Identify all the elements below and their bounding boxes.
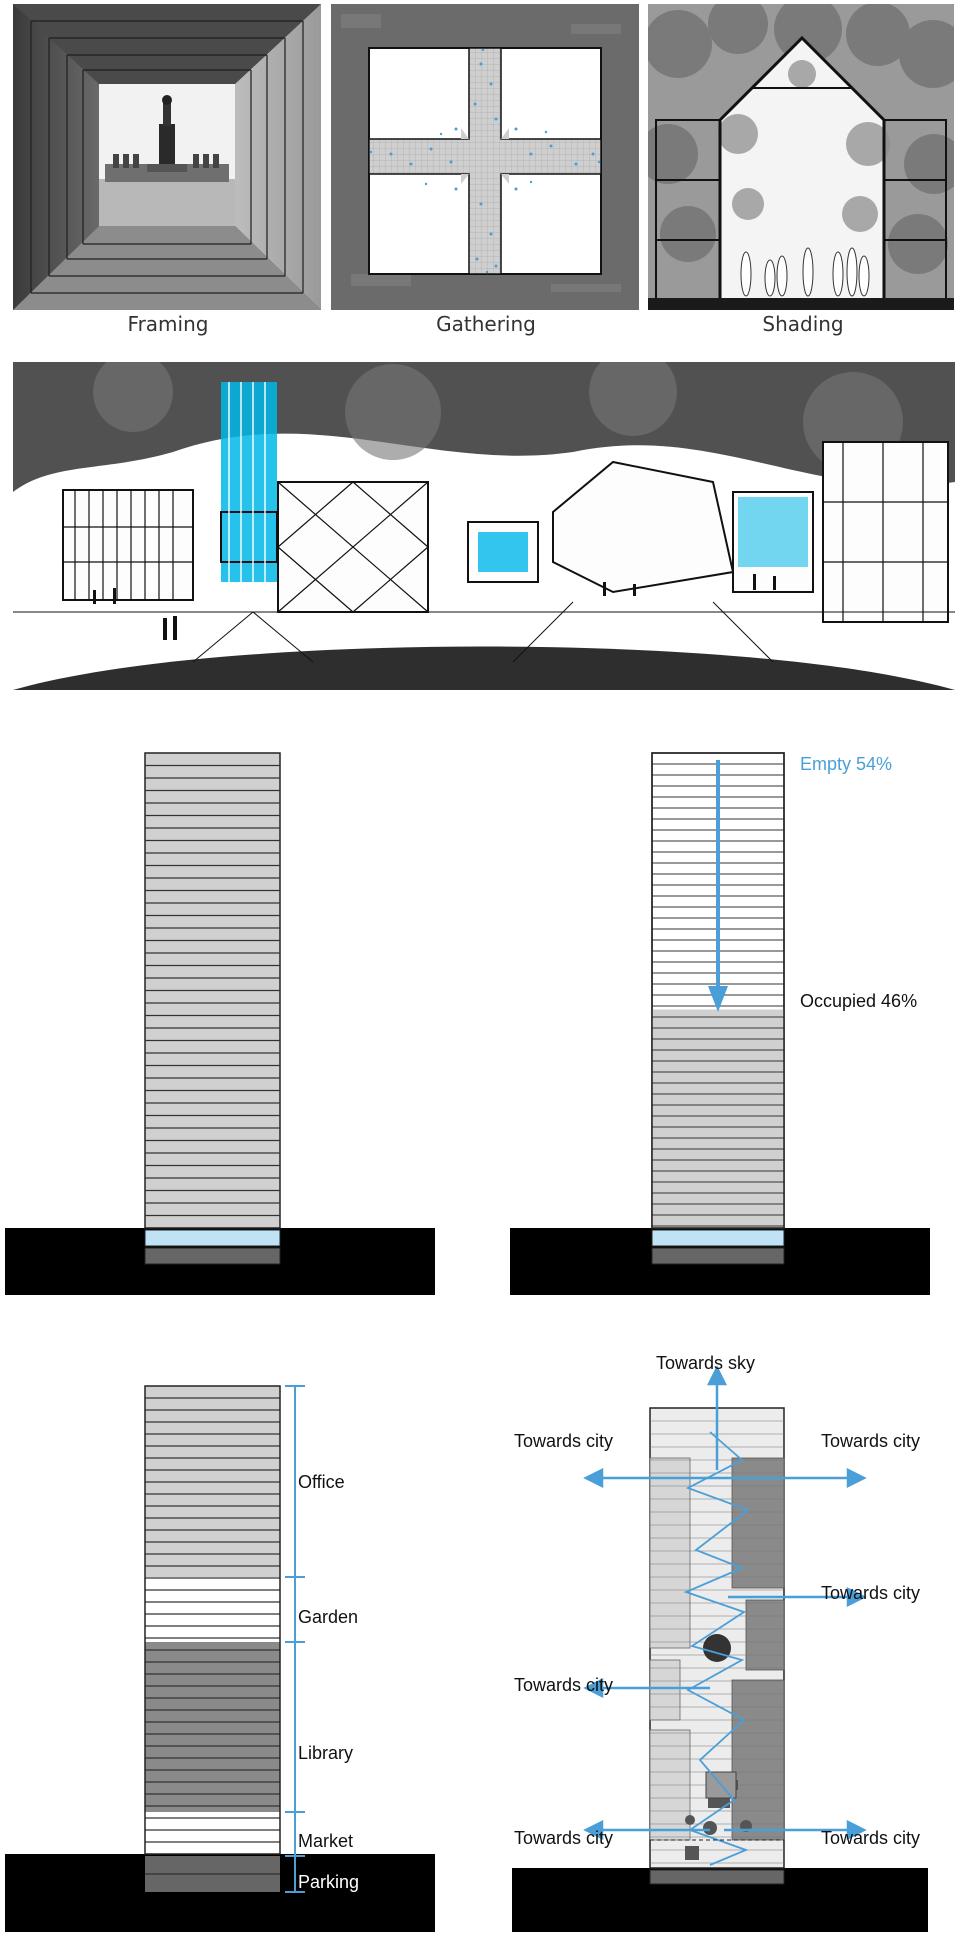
view-path <box>683 1431 750 1866</box>
framing-caption: Framing <box>127 312 209 336</box>
market-zone <box>145 1812 280 1854</box>
label-towards-city-1: Towards city <box>514 1431 614 1451</box>
tower-views <box>510 1360 955 1932</box>
occupied-label: Occupied 46% <box>800 991 918 1011</box>
label-towards-sky: Towards sky <box>656 1353 756 1373</box>
tower-occupancy <box>510 750 955 1295</box>
label-towards-city-4: Towards city <box>514 1675 614 1695</box>
shading-section <box>648 4 954 310</box>
zone-brackets <box>285 1385 305 1893</box>
tower-program <box>5 1380 435 1932</box>
street-sketch <box>13 362 955 690</box>
zone-label-office: Office <box>298 1472 345 1492</box>
tower-plain-section <box>5 752 435 1295</box>
shading-panel <box>648 4 954 310</box>
gathering-caption: Gathering <box>436 312 536 336</box>
label-towards-city-3: Towards city <box>821 1583 921 1603</box>
garden-zone <box>145 1577 280 1642</box>
framing-panel <box>13 4 321 310</box>
gathering-panel <box>331 4 639 310</box>
empty-arrow-head <box>708 986 728 1012</box>
tower-program-section <box>5 1385 435 1932</box>
shading-caption: Shading <box>762 312 844 336</box>
tower-plain <box>5 750 435 1295</box>
street-sketch-illustration <box>13 362 955 690</box>
framing-illustration <box>13 4 321 310</box>
library-zone <box>145 1642 280 1812</box>
tower-views-section <box>512 1365 928 1932</box>
tower-occupancy-section <box>510 752 930 1295</box>
gathering-plan <box>331 4 639 310</box>
label-towards-city-5: Towards city <box>514 1828 614 1848</box>
occupied-zone <box>652 1009 784 1228</box>
zone-label-market: Market <box>298 1831 354 1851</box>
label-towards-city-2: Towards city <box>821 1431 921 1451</box>
zone-label-parking: Parking <box>298 1872 360 1892</box>
zone-label-garden: Garden <box>298 1607 359 1627</box>
empty-label: Empty 54% <box>800 754 893 774</box>
label-towards-city-6: Towards city <box>821 1828 921 1848</box>
view-sphere <box>703 1634 731 1662</box>
zone-label-library: Library <box>298 1743 354 1763</box>
